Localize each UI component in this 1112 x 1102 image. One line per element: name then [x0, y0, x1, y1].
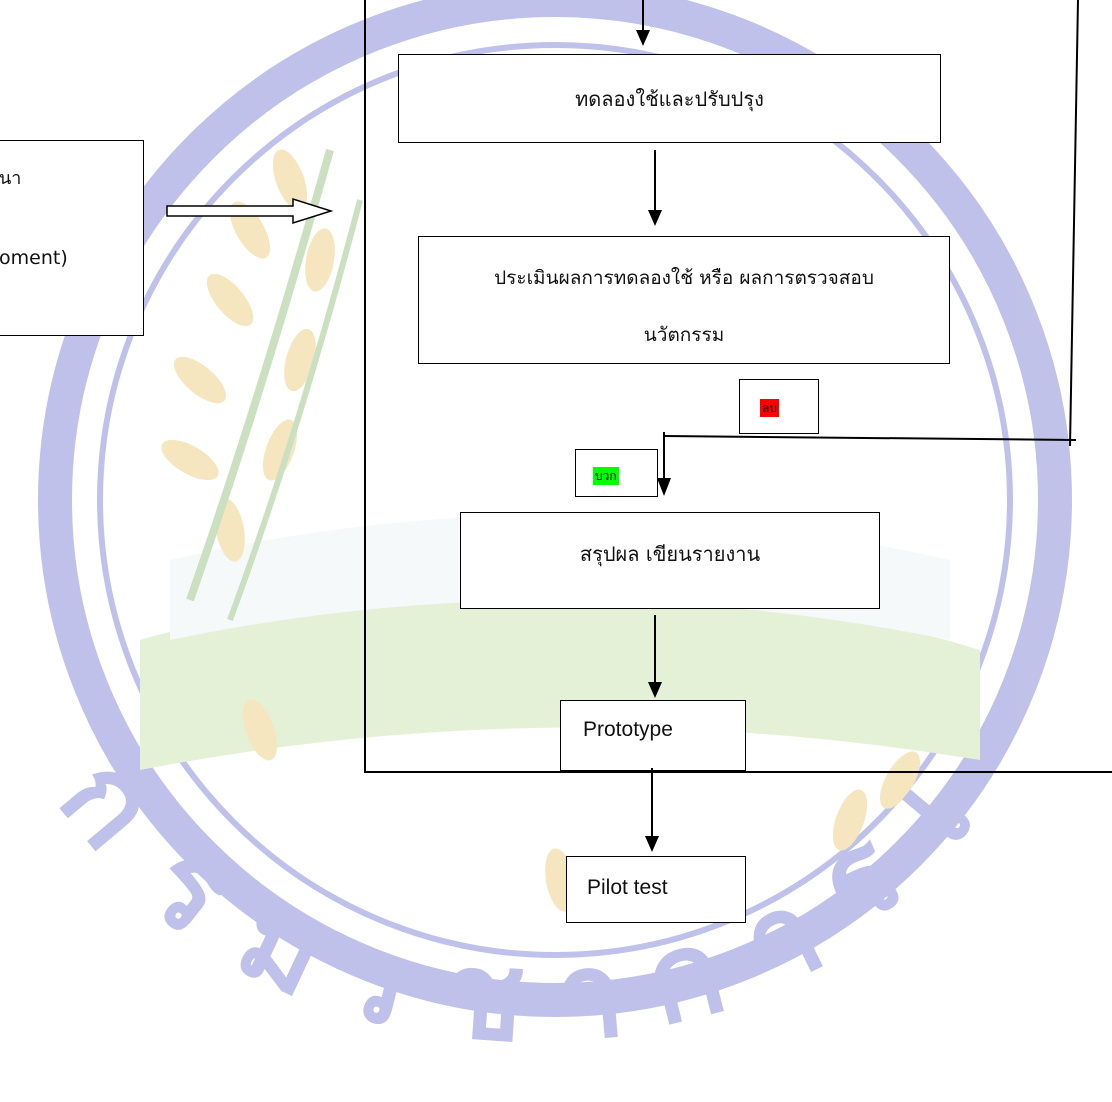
- trial-label: ทดลองใช้และปรับปรุง: [575, 87, 764, 111]
- evaluate-label-line1: ประเมินผลการทดลองใช้ หรือ ผลการตรวจสอบ: [494, 267, 874, 289]
- prototype-label: Prototype: [583, 718, 673, 741]
- positive-branch-box: บวก: [575, 449, 658, 497]
- svg-text:ช: ช: [438, 925, 529, 1069]
- block-arrow: [166, 197, 334, 225]
- svg-text:า: า: [550, 925, 629, 1069]
- summary-box: สรุปผล เขียนรายงาน: [460, 512, 880, 609]
- trial-box: ทดลองใช้และปรับปรุง: [398, 54, 941, 143]
- left-box-line1: นา: [0, 168, 22, 189]
- evaluate-box: ประเมินผลการทดลองใช้ หรือ ผลการตรวจสอบ น…: [418, 236, 950, 364]
- summary-label: สรุปผล เขียนรายงาน: [579, 542, 761, 566]
- left-box-line2: oment): [0, 247, 68, 269]
- flowchart-frame: [364, 0, 1112, 773]
- feedback-right-vertical: [1069, 0, 1079, 447]
- left-box: นา oment): [0, 140, 144, 336]
- pilot-label: Pilot test: [587, 876, 668, 899]
- pilot-box: Pilot test: [566, 856, 746, 923]
- evaluate-label-line2: นวัตกรรม: [643, 324, 725, 346]
- negative-branch-label: ลบ: [760, 399, 779, 417]
- feedback-horizontal: [663, 435, 1077, 441]
- negative-branch-box: ลบ: [739, 379, 819, 434]
- positive-branch-label: บวก: [593, 467, 619, 485]
